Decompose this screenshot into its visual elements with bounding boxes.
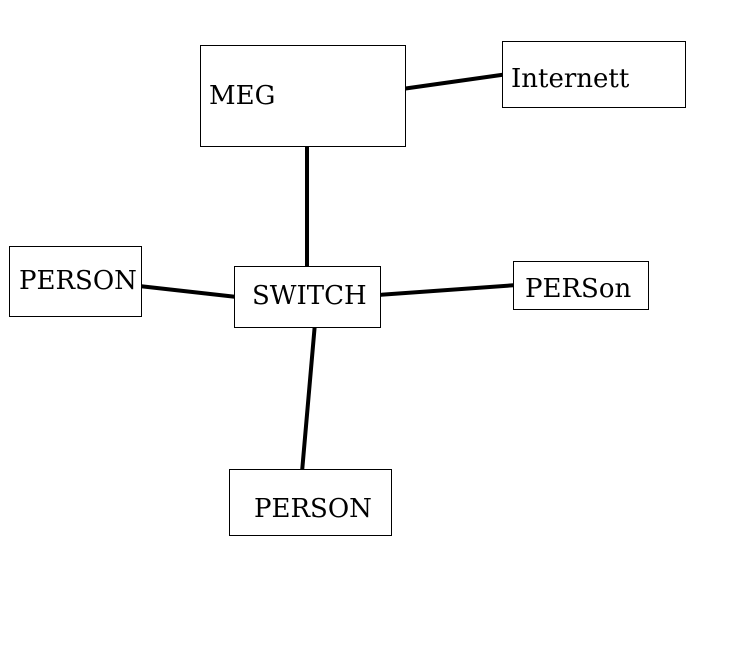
edge-person-left-switch [137, 284, 239, 299]
person-right-box: PERSon [513, 261, 649, 310]
edge-meg-internett [400, 72, 510, 91]
meg-box: MEG [200, 45, 406, 147]
person-right-label: PERSon [525, 274, 632, 304]
meg-label: MEG [209, 81, 276, 111]
edge-switch-person-right [376, 283, 519, 297]
internett-label: Internett [511, 64, 630, 94]
switch-label: SWITCH [252, 281, 367, 311]
person-left-box: PERSON [9, 246, 142, 317]
person-bottom-label: PERSON [254, 494, 372, 524]
switch-box: SWITCH [234, 266, 381, 328]
person-bottom-box: PERSON [229, 469, 392, 536]
person-left-label: PERSON [19, 266, 137, 296]
edge-switch-person-bottom [300, 321, 317, 474]
internett-box: Internett [502, 41, 686, 108]
